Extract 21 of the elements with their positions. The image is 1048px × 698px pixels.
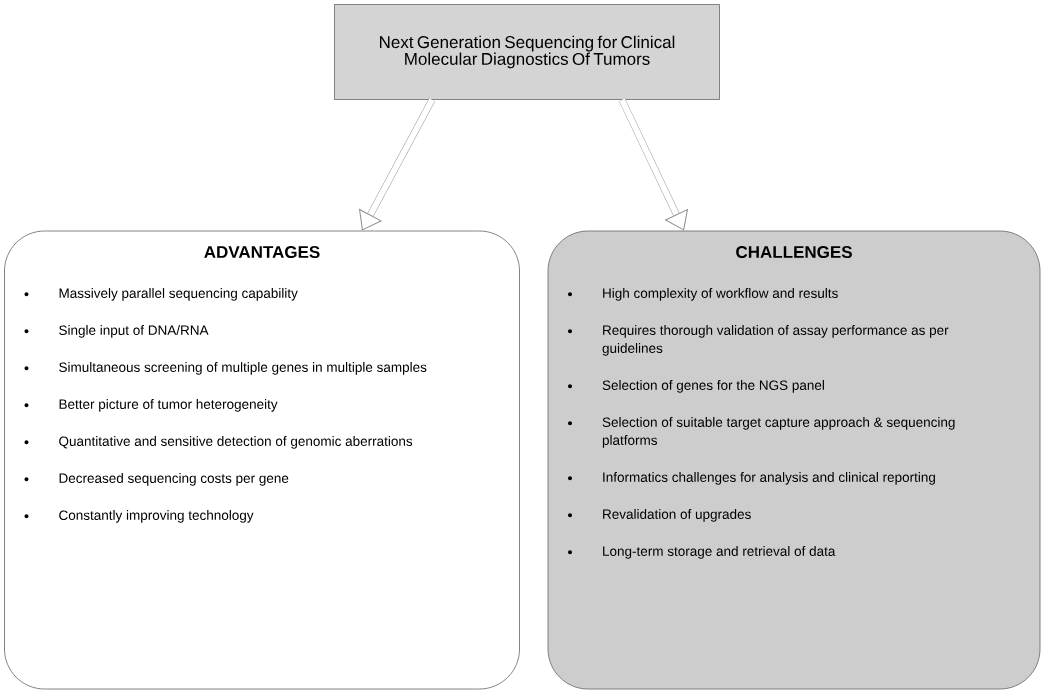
bullet-item: Quantitative and sensitive detection of genomic aberrations: [59, 436, 413, 449]
challenges-panel: [547, 230, 1041, 690]
hollow-arrow: [618, 98, 688, 231]
bullet-item: Simultaneous screening of multiple genes in multiple samples: [59, 362, 427, 375]
bullet-item: Better picture of tumor heterogeneity: [59, 399, 278, 412]
bullet-item: Selection of genes for the NGS panel: [602, 380, 824, 393]
bullet-item: Long-term storage and retrieval of data: [603, 546, 836, 559]
bullet-item: Selection of suitable target capture approach & sequencing platforms: [602, 417, 955, 448]
panel-heading: ADVANTAGES: [204, 246, 320, 259]
bullet-item: Requires thorough validation of assay performance as per guidelines: [602, 325, 949, 356]
panel-heading: CHALLENGES: [736, 246, 852, 259]
bullet-item: Single input of DNA/RNA: [59, 325, 209, 338]
bullet-item: Decreased sequencing costs per gene: [59, 473, 289, 486]
hollow-arrow: [359, 98, 435, 231]
bullet-item: Constantly improving technology: [59, 510, 254, 523]
bullet-item: Massively parallel sequencing capability: [59, 288, 298, 301]
bullet-item: Informatics challenges for analysis and clinical reporting: [603, 472, 935, 485]
bullet-item: High complexity of workflow and results: [603, 288, 838, 301]
advantages-panel: [4, 230, 520, 690]
title-box: Next Generation Sequencing for Clinical Molecular Diagnostics Of Tumors: [334, 4, 720, 100]
bullet-item: Revalidation of upgrades: [603, 509, 751, 522]
